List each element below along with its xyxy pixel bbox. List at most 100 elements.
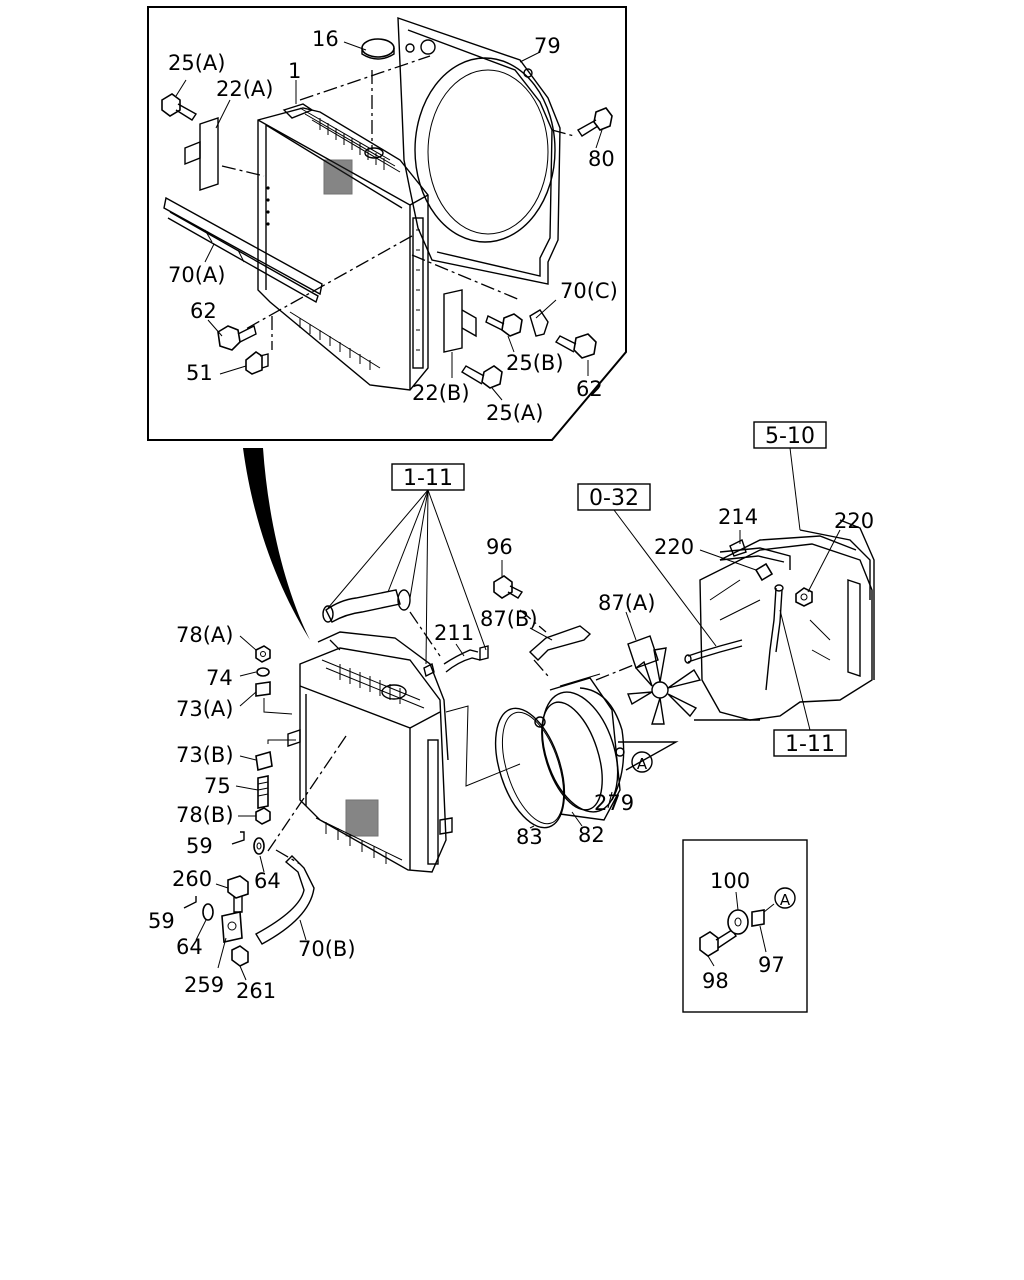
ref-box-0-32: 0-32 [577,483,651,511]
bolt-98 [699,929,737,957]
svg-text:A: A [780,891,791,909]
main-alignment-lines [263,609,679,865]
callout-a-inset: A [774,887,796,909]
label-25b: 25(B) [506,351,564,375]
washer-64-lower [202,903,214,921]
spacer-97 [751,909,765,927]
ref-box-5-10: 5-10 [753,421,827,449]
svg-text:0-32: 0-32 [589,486,639,511]
label-64-upper: 64 [254,869,281,893]
bolt-260 [227,875,249,913]
svg-text:A: A [637,755,648,773]
bolt-25b [485,313,523,337]
label-75: 75 [204,774,231,798]
inset-pointer [243,448,310,640]
cushion-73b [255,750,273,772]
washer-74 [256,667,270,677]
radiator-cap-16 [361,38,395,60]
label-59-lower: 59 [148,909,175,933]
label-25a-bottom: 25(A) [486,401,543,425]
clip-70c [529,309,549,337]
svg-text:5-10: 5-10 [765,424,815,449]
bolt-96 [493,575,524,599]
shroud-279 [579,687,625,801]
label-70b: 70(B) [298,937,356,961]
label-22b: 22(B) [412,381,470,405]
leader-1-11-right [779,609,811,731]
pin-59-upper [231,831,245,845]
hardware-inset-frame [682,839,808,1013]
bolt-62-left [217,324,257,351]
label-82: 82 [578,823,605,847]
inset-alignment-lines [221,55,575,350]
label-22a: 22(A) [216,77,273,101]
upper-hose-assembly [322,589,489,678]
label-62-left: 62 [190,299,217,323]
leaders-1-11-top [327,489,487,665]
label-74: 74 [206,666,233,690]
nut-78b [255,807,271,825]
label-87b: 87(B) [480,607,538,631]
pipe-214 [719,539,791,570]
clamp-220-left [754,562,774,582]
leader-a-inset [763,903,775,913]
label-87a: 87(A) [598,591,655,615]
ref-box-1-11-top: 1-11 [391,463,465,491]
leader-100 [735,891,739,911]
label-83: 83 [516,825,543,849]
label-211: 211 [434,621,474,645]
label-59-upper: 59 [186,834,213,858]
label-leaders [175,41,841,981]
engine-block [694,519,875,721]
label-220-left: 220 [654,535,694,559]
svg-text:1-11: 1-11 [785,732,835,757]
fan-shroud-79 [397,17,561,285]
label-1: 1 [288,59,301,83]
label-73a: 73(A) [176,697,233,721]
radiator-1-detail [257,103,429,391]
washer-64-upper [253,837,265,855]
bolt-62-right [554,333,597,359]
bracket-22b [443,289,477,353]
label-220-right: 220 [834,509,874,533]
label-259: 259 [184,973,224,997]
stud-75 [257,775,269,809]
pin-59-lower [183,896,197,909]
label-260: 260 [172,867,212,891]
bracket-22a [184,117,219,191]
fan-shroud-ring-82 [534,673,625,821]
bolt-25a-top [161,93,198,121]
leader-0-32 [613,509,717,647]
detail-inset-frame [147,6,627,441]
tube-0-32 [684,639,743,664]
washer-100 [727,909,749,935]
label-261: 261 [236,979,276,1003]
nut-78a [255,645,271,663]
leader-98 [707,955,715,967]
label-64-lower: 64 [176,935,203,959]
bracket-87b [528,625,592,661]
bolt-80 [576,107,613,137]
label-25a-top: 25(A) [168,51,225,75]
label-62-right: 62 [576,377,603,401]
label-98: 98 [702,969,729,993]
part-labels: 16 79 25(A) 22(A) 1 80 70(A) 70(C) 62 51… [148,27,874,1003]
label-80: 80 [588,147,615,171]
callout-a-main: A [631,751,653,773]
label-214: 214 [718,505,758,529]
label-79: 79 [534,34,561,58]
nut-261 [231,945,249,967]
leader-97 [759,925,767,953]
bracket-87a [627,635,659,669]
seal-ring-83 [494,707,566,829]
label-78a: 78(A) [176,623,233,647]
ref-box-1-11-right: 1-11 [773,729,847,757]
seal-strip-70a [163,196,323,304]
label-73b: 73(B) [176,743,234,767]
label-100: 100 [710,869,750,893]
label-51: 51 [186,361,213,385]
label-70c: 70(C) [560,279,618,303]
label-16: 16 [312,27,339,51]
bracket-259 [221,911,243,943]
